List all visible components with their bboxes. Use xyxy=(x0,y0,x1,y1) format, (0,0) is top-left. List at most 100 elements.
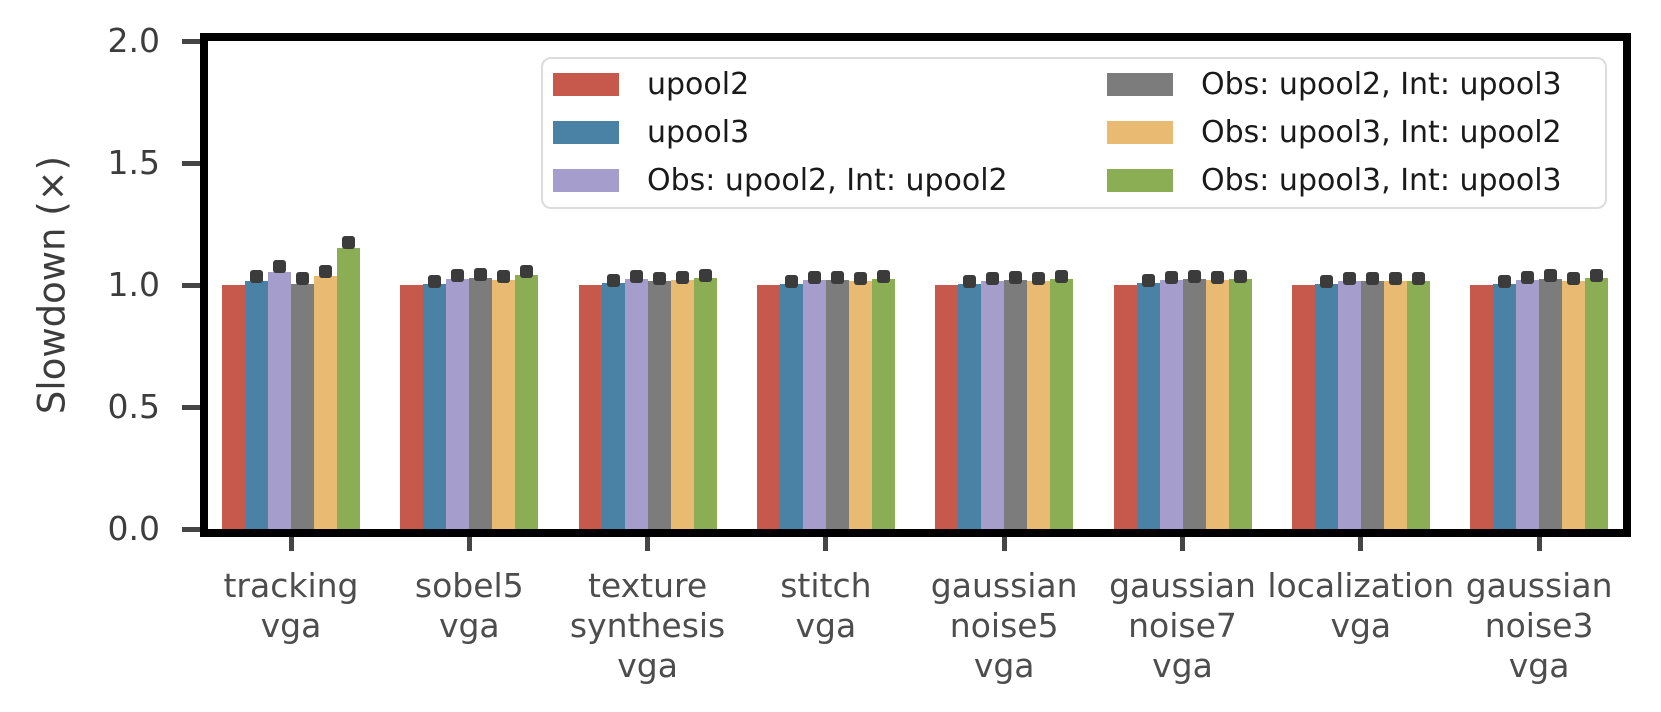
x-tick-label: stitch vga xyxy=(780,566,872,645)
error-bar xyxy=(1388,272,1402,286)
error-bar xyxy=(675,271,689,285)
bar xyxy=(1182,278,1206,537)
bar xyxy=(492,280,516,537)
legend-item: upool2 xyxy=(553,65,749,103)
bar xyxy=(981,281,1005,537)
bar xyxy=(314,276,337,537)
x-tick-label: gaussian noise3 vga xyxy=(1465,566,1613,685)
y-tick xyxy=(182,160,200,166)
error-bar xyxy=(853,272,867,286)
legend-swatch xyxy=(553,72,619,96)
error-bar xyxy=(520,265,534,279)
error-bar xyxy=(963,274,977,288)
y-tick xyxy=(182,282,200,288)
error-bar xyxy=(986,272,1000,286)
error-bar xyxy=(1187,269,1201,283)
x-tick-label: texture synthesis vga xyxy=(569,566,726,685)
bar xyxy=(756,285,780,537)
legend-item: upool3 xyxy=(553,113,749,151)
bar xyxy=(693,277,717,537)
bar xyxy=(1004,280,1028,537)
error-bar xyxy=(296,272,309,286)
x-tick-label: localization vga xyxy=(1267,566,1455,645)
bar xyxy=(515,275,539,537)
legend-item: Obs: upool2, Int: upool3 xyxy=(1107,65,1562,103)
error-bar xyxy=(1210,271,1224,285)
bar xyxy=(1314,283,1338,537)
error-bar xyxy=(1164,271,1178,285)
y-tick xyxy=(182,38,200,44)
error-bar xyxy=(876,269,890,283)
bar xyxy=(1516,280,1540,537)
bar xyxy=(647,281,671,537)
legend-swatch xyxy=(553,120,619,144)
x-tick-label: sobel5 vga xyxy=(414,566,524,645)
error-bar xyxy=(784,274,798,288)
legend-swatch xyxy=(1107,168,1173,192)
bar xyxy=(469,277,493,537)
bar xyxy=(423,283,447,537)
legend-swatch xyxy=(1107,72,1173,96)
error-bar xyxy=(652,272,666,286)
x-tick-label: gaussian noise5 vga xyxy=(930,566,1078,685)
error-bar xyxy=(629,269,643,283)
legend-label: upool3 xyxy=(647,114,750,150)
error-bar xyxy=(807,271,821,285)
bar xyxy=(222,285,245,537)
bar xyxy=(601,282,625,537)
bar xyxy=(1360,281,1384,537)
bar xyxy=(578,285,602,537)
bar xyxy=(1470,285,1494,537)
bar xyxy=(779,283,803,537)
bar xyxy=(1585,277,1609,537)
bar xyxy=(802,280,826,537)
legend-label: Obs: upool2, Int: upool2 xyxy=(647,162,1008,198)
bar xyxy=(268,271,291,537)
bar xyxy=(1539,278,1563,537)
error-bar xyxy=(1233,269,1247,283)
error-bar xyxy=(273,260,286,274)
x-tick xyxy=(645,537,651,551)
legend-label: Obs: upool2, Int: upool3 xyxy=(1201,66,1562,102)
bar xyxy=(446,278,470,537)
bar xyxy=(1050,278,1074,537)
legend-item: Obs: upool2, Int: upool2 xyxy=(553,161,1008,199)
bar xyxy=(1228,278,1252,537)
bar xyxy=(245,281,268,537)
error-bar xyxy=(250,269,263,283)
x-tick xyxy=(1358,537,1364,551)
x-tick xyxy=(1536,537,1542,551)
error-bar xyxy=(1009,271,1023,285)
x-tick xyxy=(1001,537,1007,551)
y-tick-label: 0.5 xyxy=(107,387,160,426)
bar xyxy=(935,285,959,537)
error-bar xyxy=(1365,272,1379,286)
bar xyxy=(848,281,872,537)
error-bar xyxy=(698,268,712,282)
error-bar xyxy=(1055,269,1069,283)
error-bar xyxy=(1498,274,1512,288)
error-bar xyxy=(451,268,465,282)
y-tick xyxy=(182,526,200,532)
error-bar xyxy=(474,267,488,281)
error-bar xyxy=(1544,268,1558,282)
y-tick xyxy=(182,404,200,410)
legend-label: Obs: upool3, Int: upool3 xyxy=(1201,162,1562,198)
y-tick-label: 1.0 xyxy=(107,265,160,304)
error-bar xyxy=(830,271,844,285)
error-bar xyxy=(319,265,332,279)
error-bar xyxy=(428,274,442,288)
x-tick xyxy=(823,537,829,551)
legend-swatch xyxy=(1107,120,1173,144)
x-tick xyxy=(1180,537,1185,551)
bar xyxy=(1406,281,1430,537)
error-bar xyxy=(1521,271,1535,285)
error-bar xyxy=(1567,272,1581,286)
error-bar xyxy=(342,235,355,249)
bar xyxy=(1113,285,1137,537)
legend-label: Obs: upool3, Int: upool2 xyxy=(1201,114,1562,150)
error-bar xyxy=(1141,273,1155,287)
bar xyxy=(1136,282,1160,537)
x-tick xyxy=(288,537,294,551)
bar xyxy=(670,280,694,537)
